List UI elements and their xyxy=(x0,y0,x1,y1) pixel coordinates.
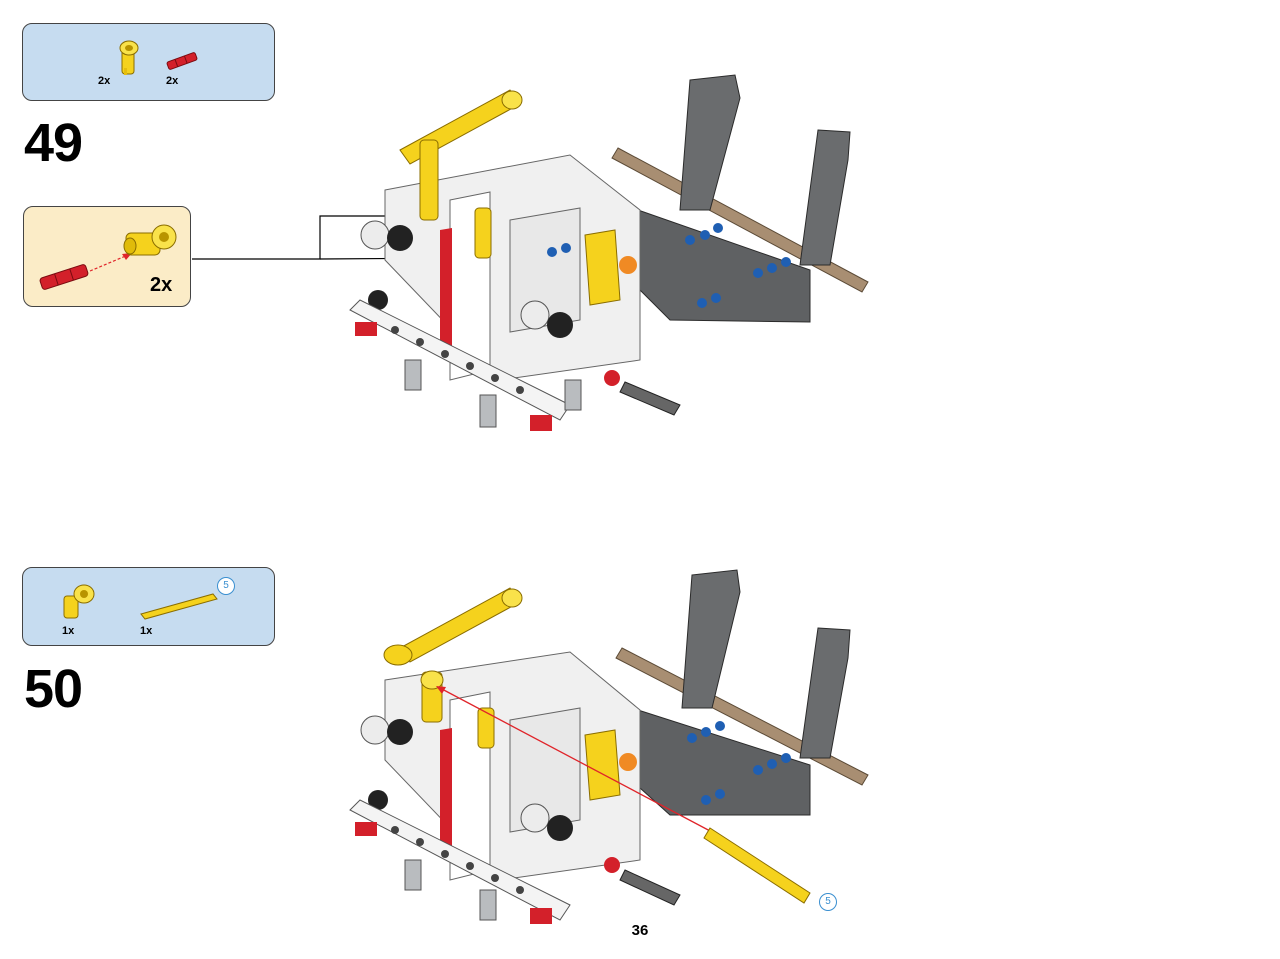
part-qty: 2x xyxy=(98,75,111,87)
step-50-model-illustration xyxy=(349,569,869,924)
step-number-50: 50 xyxy=(24,659,83,719)
step-number-49: 49 xyxy=(24,113,83,173)
red-pin-icon xyxy=(166,52,198,70)
step-49-model-illustration xyxy=(349,74,869,431)
part-qty: 1x xyxy=(140,625,153,637)
yellow-axle-icon xyxy=(140,593,218,620)
axle-length-badge: 5 xyxy=(217,577,235,595)
step-50-parts-box: 1x 5 1x xyxy=(22,567,275,646)
step-49-subassembly-box: 2x xyxy=(23,206,191,307)
yellow-connector-icon xyxy=(63,584,95,619)
subassembly-qty: 2x xyxy=(150,274,173,296)
page-number: 36 xyxy=(631,922,649,939)
yellow-connector-icon xyxy=(119,40,139,75)
axle-length-callout: 5 xyxy=(819,893,837,911)
step-49-parts-box: 2x 2x xyxy=(22,23,275,101)
part-qty: 1x xyxy=(62,625,75,637)
subassembly-illustration xyxy=(39,224,177,290)
part-qty: 2x xyxy=(166,75,179,87)
